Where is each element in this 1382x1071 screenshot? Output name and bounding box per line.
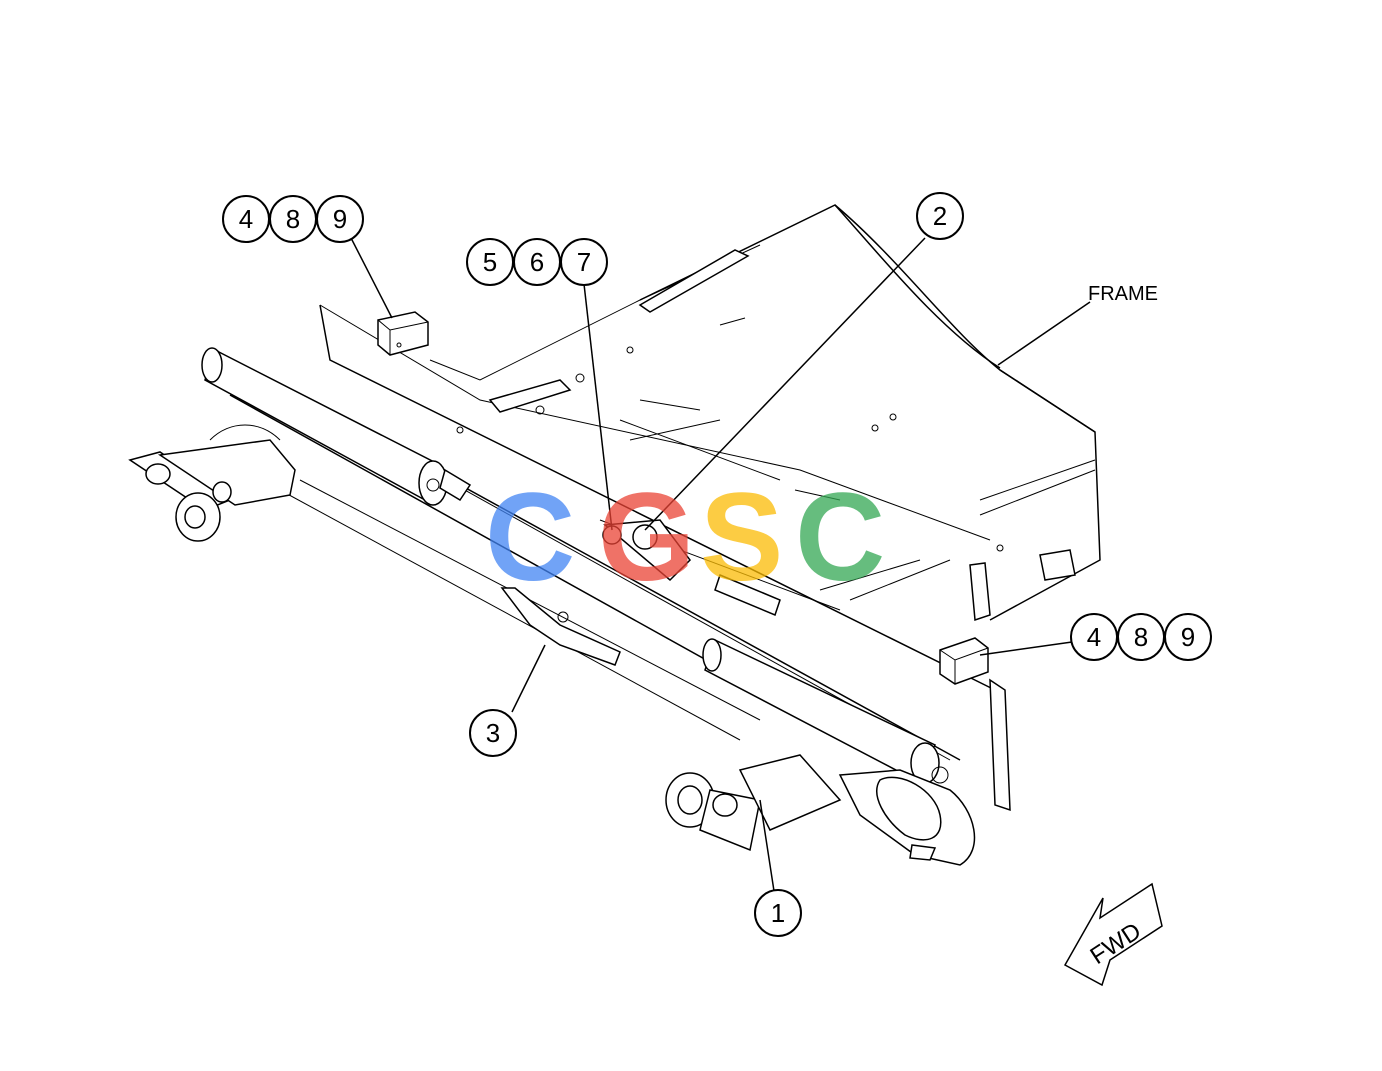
- callout-label: 3: [486, 718, 500, 748]
- callout-label: 2: [933, 201, 947, 231]
- bracket-part-3: [500, 587, 621, 666]
- linkage-part-2: [602, 519, 781, 617]
- callout-label: 4: [1087, 622, 1101, 652]
- watermark-letter-4: C: [795, 468, 885, 607]
- callout-label: 9: [333, 204, 347, 234]
- callout-3: 3: [469, 709, 517, 757]
- cylinder-left: [201, 347, 472, 506]
- callout-567: 5 6 7: [466, 238, 608, 286]
- leader-lines: [349, 235, 1091, 892]
- watermark: C G S C: [485, 468, 885, 607]
- block-top-left: [377, 311, 429, 356]
- watermark-letter-2: G: [598, 468, 695, 607]
- callout-label: 1: [771, 898, 785, 928]
- left-wheel-assembly: [128, 424, 296, 542]
- right-wheel-assembly: [665, 754, 976, 866]
- block-right: [939, 637, 989, 685]
- cylinder-right: [702, 638, 949, 784]
- fwd-arrow-icon: FWD: [1063, 882, 1163, 987]
- callout-label: 4: [239, 204, 253, 234]
- watermark-letter-3: S: [700, 468, 783, 607]
- callout-label: 6: [530, 247, 544, 277]
- fwd-label: FWD: [1086, 918, 1147, 970]
- callout-489-right: 4 8 9: [1070, 613, 1212, 661]
- callout-label: 8: [1134, 622, 1148, 652]
- callout-label: 5: [483, 247, 497, 277]
- callout-2: 2: [916, 192, 964, 240]
- callout-label: 8: [286, 204, 300, 234]
- watermark-letter-1: C: [485, 468, 575, 607]
- callout-489-top: 4 8 9: [222, 195, 364, 243]
- frame-label: FRAME: [1088, 283, 1158, 305]
- callout-label: 9: [1181, 622, 1195, 652]
- frame-structure: [319, 204, 1101, 812]
- callout-1: 1: [754, 889, 802, 937]
- callout-label: 7: [577, 247, 591, 277]
